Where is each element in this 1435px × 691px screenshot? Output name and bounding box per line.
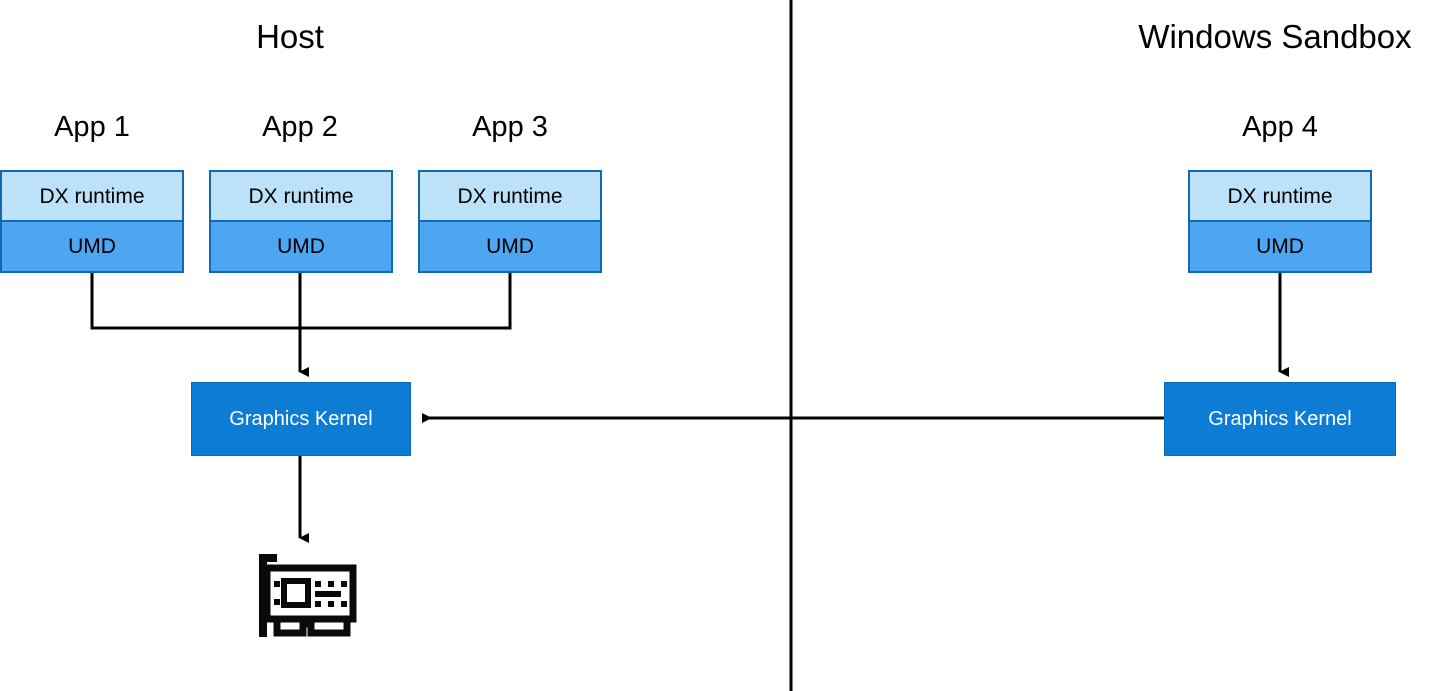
- app4-dx-runtime-layer: DX runtime: [1190, 172, 1370, 222]
- sandbox-graphics-kernel-box[interactable]: Graphics Kernel: [1164, 382, 1396, 456]
- app1-label: App 1: [54, 111, 130, 143]
- app4-umd-layer: UMD: [1190, 222, 1370, 271]
- app2-stack[interactable]: DX runtime UMD: [209, 170, 393, 273]
- app1-to-kernel-connector: [90, 273, 300, 330]
- app2-dx-runtime-layer: DX runtime: [211, 172, 391, 222]
- app1-stack[interactable]: DX runtime UMD: [0, 170, 184, 273]
- app2-label: App 2: [262, 111, 338, 143]
- app1-umd-layer: UMD: [2, 222, 182, 271]
- host-graphics-kernel-box[interactable]: Graphics Kernel: [191, 382, 411, 456]
- gpu-card-icon: [255, 548, 360, 643]
- app4-stack[interactable]: DX runtime UMD: [1188, 170, 1372, 273]
- app2-umd-layer: UMD: [211, 222, 391, 271]
- app3-umd-layer: UMD: [420, 222, 600, 271]
- host-title: Host: [256, 18, 324, 55]
- app3-label: App 3: [472, 111, 548, 143]
- sandbox-title: Windows Sandbox: [1138, 18, 1412, 55]
- app3-dx-runtime-layer: DX runtime: [420, 172, 600, 222]
- app4-label: App 4: [1242, 111, 1318, 143]
- app3-to-kernel-connector: [300, 273, 512, 330]
- app1-dx-runtime-layer: DX runtime: [2, 172, 182, 222]
- app3-stack[interactable]: DX runtime UMD: [418, 170, 602, 273]
